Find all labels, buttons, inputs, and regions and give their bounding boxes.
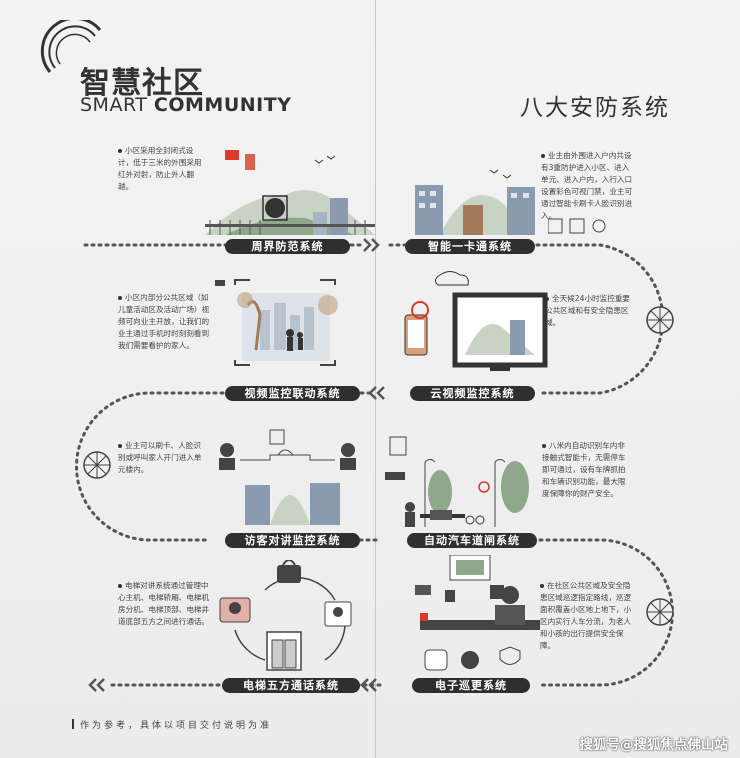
network-icon xyxy=(647,307,673,333)
access-card-icons xyxy=(548,218,606,234)
logo-arc-icon xyxy=(40,20,102,73)
label-video-linkage: 视频监控联动系统 xyxy=(225,386,360,401)
desc-perimeter: 小区采用全封闭式设计，低于三米的外围采用红外对射，防止外人翻越。 xyxy=(118,146,202,191)
footnote: 作为参考，具体以项目交付说明为准 xyxy=(71,718,272,731)
label-elevator: 电梯五方通话系统 xyxy=(222,678,360,693)
page-title-en: SMART COMMUNITY xyxy=(80,94,292,116)
vehicle-barrier-illustration xyxy=(385,436,529,527)
cloud-icon xyxy=(438,270,468,290)
desc-patrol: 在社区公共区域及安全隐患区域巡逻指定路线，巡逻面积覆盖小区地上地下，小区内实行人… xyxy=(540,581,632,650)
desc-visitor-intercom: 业主可以刷卡、人脸识别或呼叫家人开门进入单元楼内。 xyxy=(118,441,202,474)
label-cloud-video: 云视频监控系统 xyxy=(410,386,535,401)
label-visitor-intercom: 访客对讲监控系统 xyxy=(225,533,360,548)
center-divider xyxy=(375,0,376,758)
network-icon xyxy=(647,599,673,625)
label-patrol: 电子巡更系统 xyxy=(412,678,530,693)
desc-video-linkage: 小区内部分公共区域（如儿童活动区及活动广场）视频可向业主开放，让我们的业主通过手… xyxy=(118,293,210,350)
fingerprint-icon xyxy=(270,430,284,444)
cloud-video-illustration xyxy=(404,271,548,371)
patrol-illustration xyxy=(415,555,540,671)
camera-icon xyxy=(215,280,225,286)
video-linkage-illustration xyxy=(215,279,338,366)
perimeter-illustration xyxy=(205,150,375,235)
desc-elevator: 电梯对讲系统通过管理中心主机、电梯轿厢、电梯机房分机、电梯顶部、电梯井道底部五方… xyxy=(118,581,210,626)
one-card-illustration xyxy=(415,169,535,235)
label-one-card: 智能一卡通系统 xyxy=(405,239,535,254)
guard-icon xyxy=(495,595,515,615)
elevator-icon xyxy=(267,632,301,670)
elevator-intercom-illustration xyxy=(219,560,352,671)
label-vehicle-barrier: 自动汽车道闸系统 xyxy=(407,533,537,548)
page-title: 智慧社区 xyxy=(80,66,204,101)
infrared-sensor-icon xyxy=(225,150,239,160)
visitor-intercom-illustration xyxy=(219,429,356,525)
desc-cloud-video: 全天候24小时监控重要公共区域和有安全隐患区域。 xyxy=(545,294,631,327)
desc-vehicle-barrier: 八米内自动识别车内非接触式智能卡，无需停车即可通过，设有车牌抓拍和车辆识别功能，… xyxy=(542,441,626,498)
watermark: 搜狐号@搜狐焦点佛山站 xyxy=(579,737,729,753)
desc-one-card: 业主由外围进入户内共设有3重防护进入小区、进入单元、进入户内，入行入口设置彩色可… xyxy=(541,151,633,220)
network-icon xyxy=(84,452,110,478)
shield-icon xyxy=(500,647,520,670)
lock-icon xyxy=(277,565,301,583)
no-parking-icon xyxy=(478,482,490,494)
label-perimeter: 周界防范系统 xyxy=(225,239,350,254)
page-subtitle: 八大安防系统 xyxy=(520,95,670,121)
